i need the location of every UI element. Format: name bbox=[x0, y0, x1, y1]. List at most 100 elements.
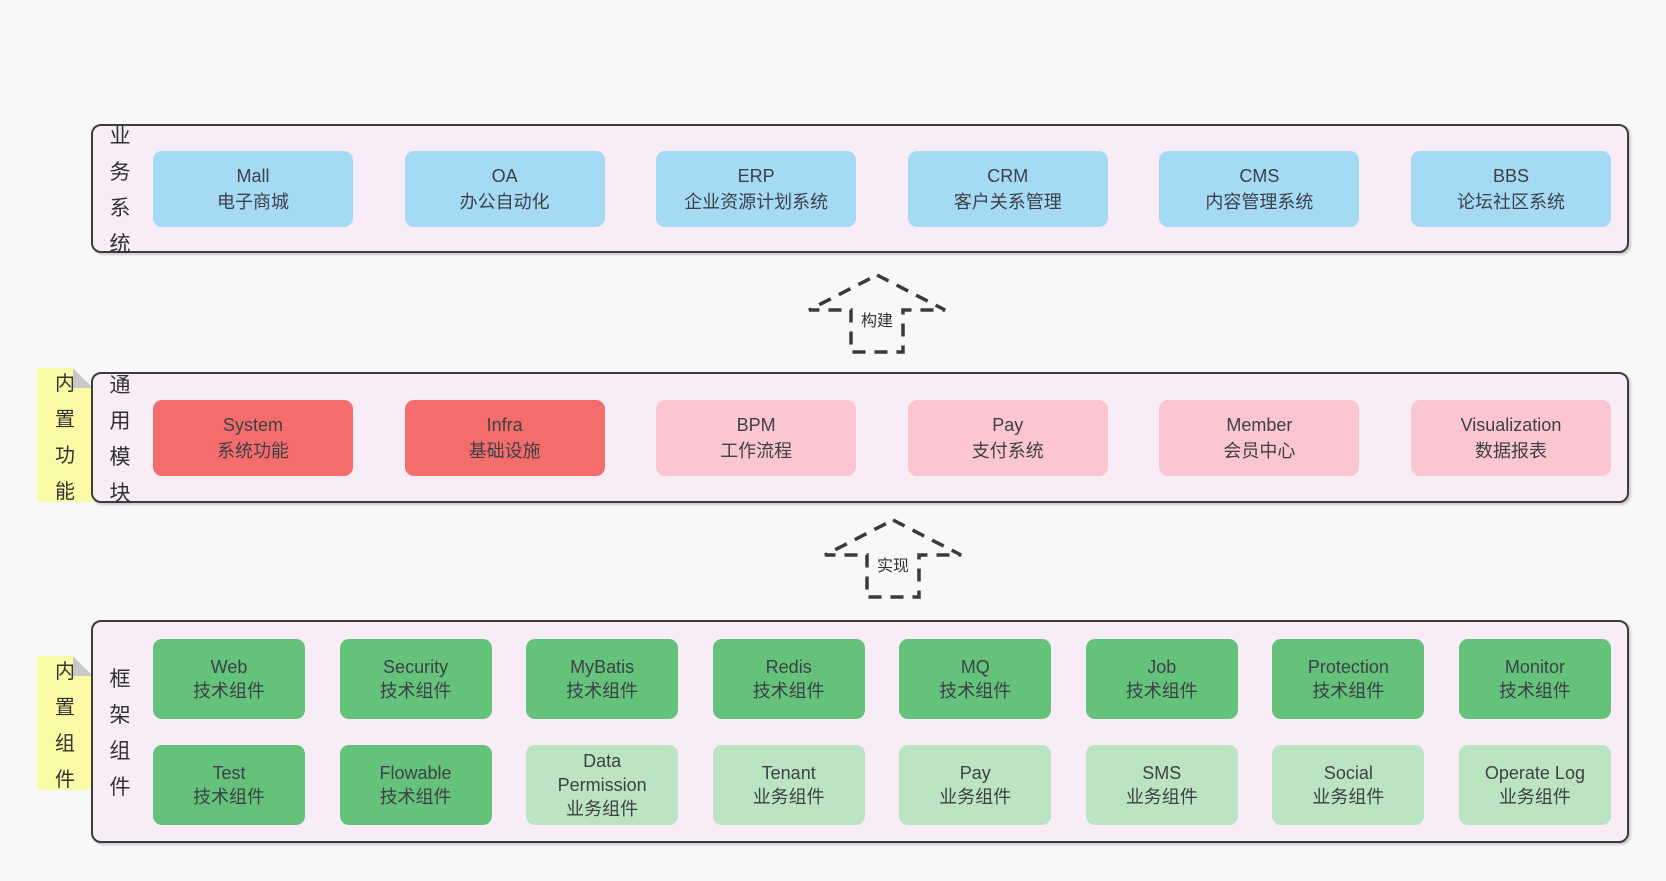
vertical-label-char: 系 bbox=[109, 196, 131, 220]
component-box: SMS 业务组件 bbox=[1085, 744, 1238, 825]
component-subtitle: 电子商城 bbox=[217, 191, 289, 212]
component-title: Redis bbox=[765, 656, 812, 677]
component-box: Monitor 技术组件 bbox=[1458, 638, 1611, 719]
component-title: SMS bbox=[1142, 762, 1182, 783]
component-subtitle: 业务组件 bbox=[566, 798, 639, 819]
vertical-label-char: 用 bbox=[109, 409, 131, 433]
component-box: Visualization 数据报表 bbox=[1410, 399, 1611, 476]
component-title: CRM bbox=[987, 165, 1029, 186]
component-subtitle: 技术组件 bbox=[379, 786, 452, 807]
component-box: Mall 电子商城 bbox=[153, 150, 353, 227]
vertical-label-char: 组 bbox=[109, 739, 131, 763]
component-box: Tenant 业务组件 bbox=[712, 744, 865, 825]
component-subtitle: 论坛社区系统 bbox=[1456, 191, 1565, 212]
vertical-label-char: 组 bbox=[55, 732, 75, 755]
vertical-label-char: 框 bbox=[109, 667, 131, 691]
component-title: MQ bbox=[960, 656, 990, 677]
component-subtitle: 业务组件 bbox=[1125, 786, 1198, 807]
component-title: Job bbox=[1147, 656, 1177, 677]
vertical-label-char: 置 bbox=[55, 408, 75, 431]
component-title: Web bbox=[210, 656, 248, 677]
sticky-note-builtin-features: 内置功能 bbox=[37, 368, 93, 502]
component-box: Redis 技术组件 bbox=[712, 638, 865, 719]
component-title: Operate Log bbox=[1484, 762, 1585, 783]
vertical-label-char: 件 bbox=[55, 768, 75, 791]
component-subtitle: 技术组件 bbox=[752, 680, 825, 701]
component-box: Operate Log 业务组件 bbox=[1458, 744, 1611, 825]
component-title: BPM bbox=[736, 414, 776, 435]
component-subtitle: Permission bbox=[557, 774, 647, 795]
section-label-common-modules: 通用模块 bbox=[99, 374, 141, 505]
vertical-label-char: 置 bbox=[55, 696, 75, 719]
component-subtitle: 技术组件 bbox=[1125, 680, 1198, 701]
vertical-label-char: 内 bbox=[55, 660, 75, 683]
vertical-label-char: 架 bbox=[109, 703, 131, 727]
component-subtitle: 工作流程 bbox=[720, 440, 793, 461]
component-subtitle: 技术组件 bbox=[1498, 680, 1571, 701]
component-box: MQ 技术组件 bbox=[899, 638, 1052, 719]
section-label-framework-components: 框架组件 bbox=[99, 622, 141, 841]
implement-arrow-label: 实现 bbox=[873, 556, 913, 578]
component-title: Visualization bbox=[1460, 414, 1562, 435]
vertical-label-char: 内 bbox=[55, 372, 75, 395]
vertical-label-char: 业 bbox=[109, 124, 131, 148]
vertical-label-char: 通 bbox=[109, 373, 131, 397]
component-subtitle: 会员中心 bbox=[1223, 440, 1296, 461]
component-subtitle: 技术组件 bbox=[939, 680, 1012, 701]
component-title: System bbox=[222, 414, 283, 435]
vertical-label-char: 模 bbox=[109, 445, 131, 469]
component-title: Monitor bbox=[1504, 656, 1565, 677]
vertical-label-char: 能 bbox=[55, 480, 75, 503]
component-subtitle: 数据报表 bbox=[1474, 440, 1547, 461]
vertical-label-char: 统 bbox=[109, 232, 131, 256]
component-title: Infra bbox=[486, 414, 523, 435]
component-subtitle: 办公自动化 bbox=[459, 191, 550, 212]
folded-corner-icon bbox=[73, 368, 93, 388]
component-box: BBS 论坛社区系统 bbox=[1410, 150, 1611, 227]
build-arrow: 构建 bbox=[807, 273, 947, 355]
implement-arrow: 实现 bbox=[823, 518, 963, 600]
component-title: Tenant bbox=[761, 762, 816, 783]
section-label-business-systems: 业务系统 bbox=[99, 125, 141, 256]
component-title: BBS bbox=[1492, 165, 1529, 186]
component-title: Pay bbox=[992, 414, 1024, 435]
component-subtitle: 业务组件 bbox=[1312, 786, 1385, 807]
component-box: Job 技术组件 bbox=[1085, 638, 1238, 719]
component-subtitle: 技术组件 bbox=[566, 680, 639, 701]
component-subtitle: 业务组件 bbox=[1498, 786, 1571, 807]
component-box: OA 办公自动化 bbox=[404, 150, 605, 227]
component-title: Pay bbox=[959, 762, 991, 783]
component-subtitle: 业务组件 bbox=[752, 786, 825, 807]
vertical-label-char: 块 bbox=[109, 481, 131, 505]
sticky-note-builtin-components: 内置组件 bbox=[37, 656, 93, 790]
component-title: OA bbox=[491, 165, 518, 186]
component-title: Mall bbox=[236, 165, 270, 186]
component-box: Test 技术组件 bbox=[153, 744, 305, 825]
component-subtitle: 技术组件 bbox=[193, 786, 265, 807]
vertical-label-char: 务 bbox=[109, 160, 131, 184]
component-title: Test bbox=[212, 762, 246, 783]
